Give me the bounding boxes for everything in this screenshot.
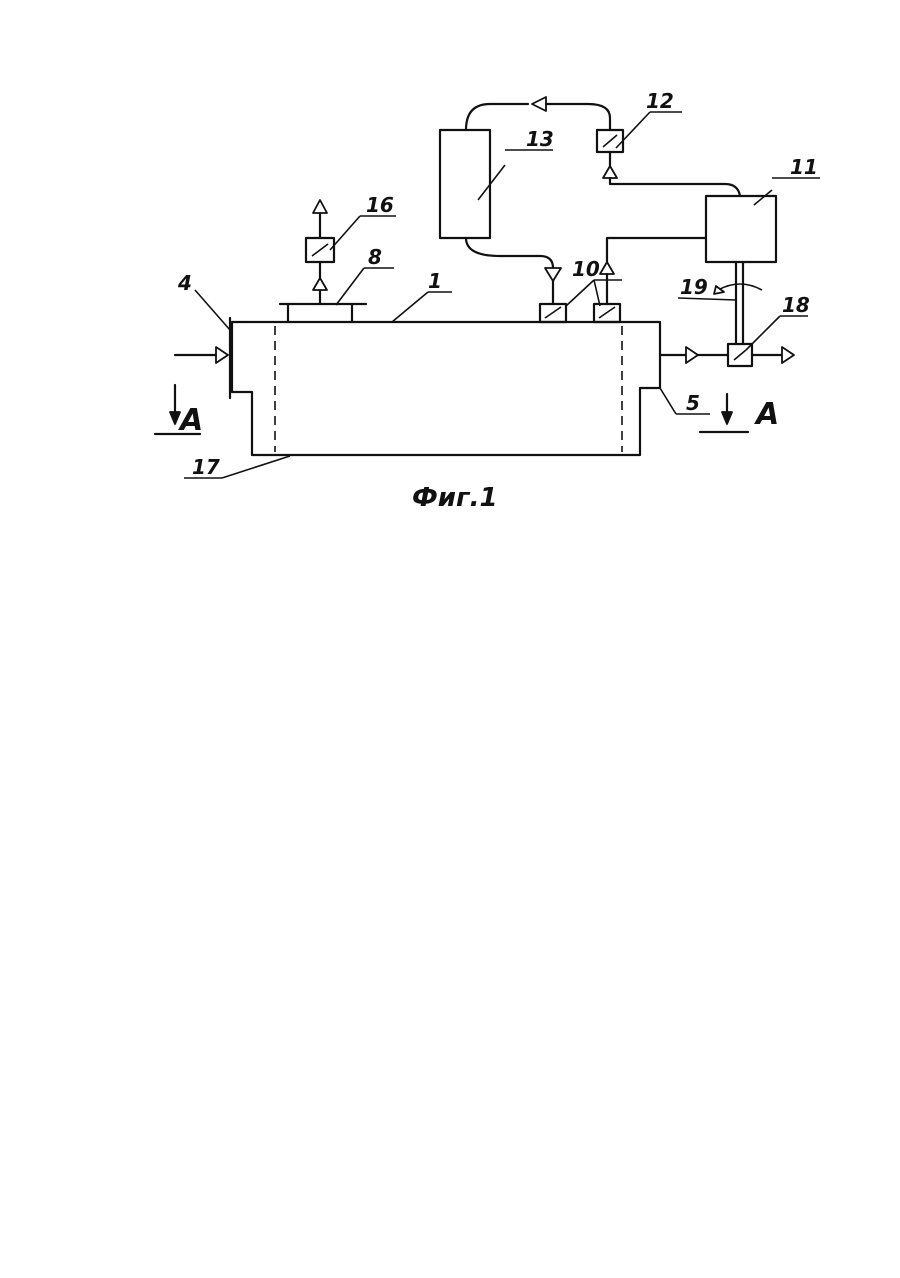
label-tank-1: 1 <box>428 269 442 293</box>
label-inlet-4: 4 <box>177 271 192 295</box>
label-valve-18: 18 <box>782 293 810 317</box>
label-ports-10: 10 <box>572 257 600 281</box>
section-letter-right: A <box>754 397 779 432</box>
section-mark-right <box>700 394 748 432</box>
label-base-17: 17 <box>192 455 220 479</box>
pump-12 <box>597 130 740 196</box>
figure-caption: Фиг.1 <box>412 483 498 513</box>
label-top-port-8: 8 <box>368 245 382 269</box>
inlet-arrow <box>175 347 228 363</box>
label-vent-16: 16 <box>366 193 394 217</box>
label-analyzer-11: 11 <box>790 155 818 179</box>
leader-lines <box>184 112 820 478</box>
shaft-19 <box>714 262 762 344</box>
tank-body <box>230 318 660 455</box>
sample-ports-10 <box>540 304 620 322</box>
outlet-line <box>660 344 794 366</box>
label-shaft-19: 19 <box>680 275 708 299</box>
label-pump-12: 12 <box>646 89 674 113</box>
label-column-13: 13 <box>526 127 554 151</box>
section-letter-left: A <box>178 403 203 438</box>
label-outlet-5: 5 <box>686 391 700 415</box>
top-port-8 <box>280 200 366 322</box>
